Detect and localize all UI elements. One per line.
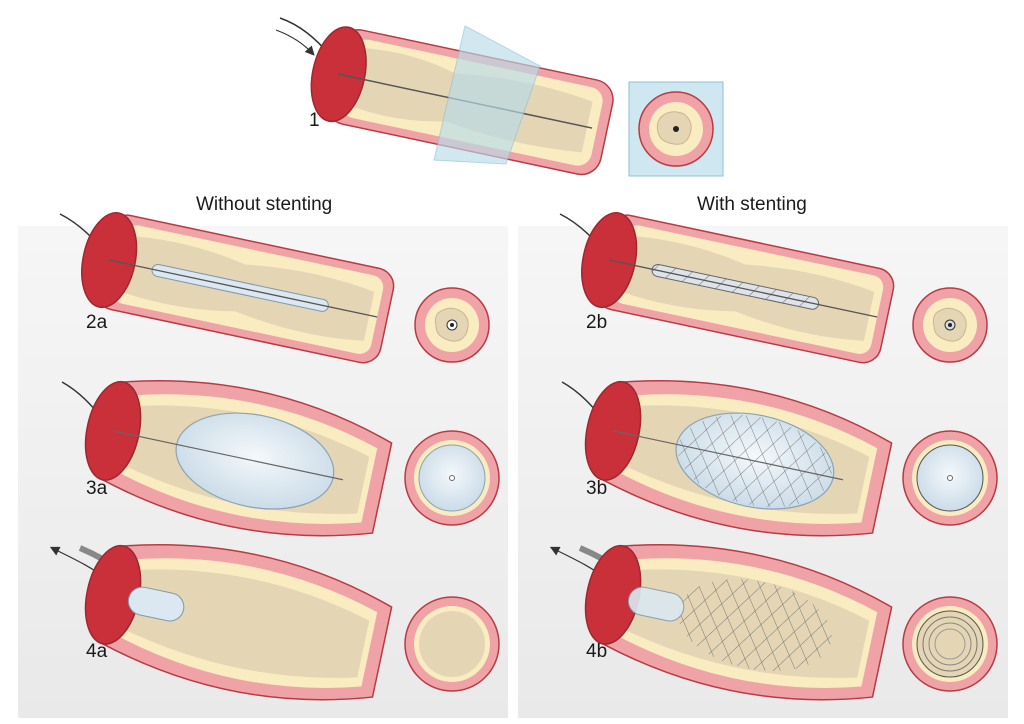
step-2b-cross-section (912, 287, 988, 363)
step-4a-vessel (49, 544, 393, 701)
step-3b-vessel (561, 380, 893, 537)
step-4b-cross-section (902, 596, 998, 692)
column-title-with-stenting: With stenting (697, 194, 807, 215)
step-2a-cross-section (414, 287, 490, 363)
column-title-without-stenting: Without stenting (196, 194, 333, 215)
step-label-2a: 2a (86, 312, 108, 333)
step-label-3b: 3b (586, 478, 608, 499)
step-2a-vessel (59, 212, 395, 364)
step-2b-vessel (559, 212, 895, 364)
step-label-3a: 3a (86, 478, 108, 499)
step-3a-vessel (61, 380, 393, 537)
step-label-4b: 4b (586, 641, 608, 662)
step-4a-cross-section (404, 596, 500, 692)
step-label-4a: 4a (86, 641, 108, 662)
step-1-vessel (275, 17, 614, 176)
step-label-2b: 2b (586, 312, 608, 333)
step-label-1: 1 (309, 110, 320, 131)
step-3a-cross-section (404, 430, 500, 526)
step-1-cross-section (628, 81, 724, 177)
step-3b-cross-section (902, 430, 998, 526)
step-4b-vessel (549, 544, 893, 701)
